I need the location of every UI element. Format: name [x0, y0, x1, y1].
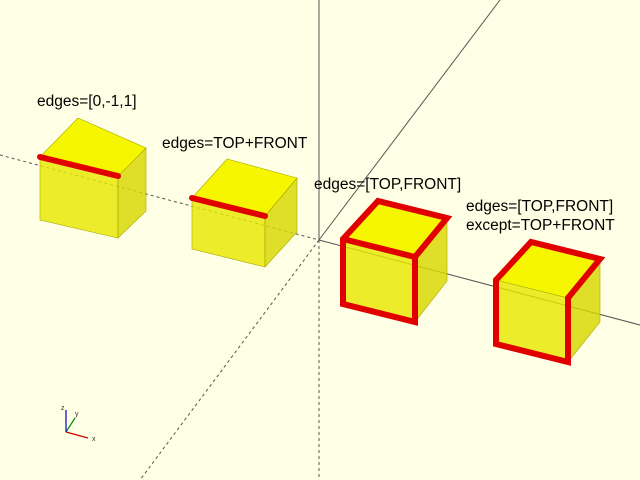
cube-label-3: edges=[TOP,FRONT] [314, 175, 461, 194]
gizmo-y-label: y [75, 411, 79, 418]
cube-2[interactable] [189, 158, 298, 268]
cube-label-3-line-1: edges=[TOP,FRONT] [314, 176, 462, 193]
cube-4[interactable] [493, 238, 606, 366]
highlight-edge-top-front [189, 195, 268, 219]
cube-label-2-line-1: edges=TOP+FRONT [162, 135, 308, 152]
gizmo-z-label: z [61, 405, 65, 412]
axis-gizmo: x y z [61, 405, 96, 443]
cube-1[interactable] [37, 117, 147, 239]
gizmo-x-axis [65, 431, 89, 439]
cube-label-1-line-1: edges=[0,-1,1] [37, 93, 137, 110]
highlight-edges [493, 238, 606, 366]
cube-label-2: edges=TOP+FRONT [162, 134, 307, 153]
highlight-edges [340, 197, 453, 326]
cube-label-1: edges=[0,-1,1] [37, 92, 137, 111]
gizmo-y-axis [65, 417, 76, 433]
axis-diagonal-neg [139, 239, 320, 480]
cube-3[interactable] [340, 197, 453, 326]
gizmo-x-label: x [92, 436, 96, 443]
cube-label-4-line-1: edges=[TOP,FRONT] [466, 198, 614, 215]
cube-label-4: edges=[TOP,FRONT] except=TOP+FRONT [466, 197, 615, 235]
cube-label-4-line-2: except=TOP+FRONT [466, 217, 615, 234]
axis-diagonal-pos [318, 0, 501, 241]
highlight-edge-top-front [37, 154, 121, 179]
